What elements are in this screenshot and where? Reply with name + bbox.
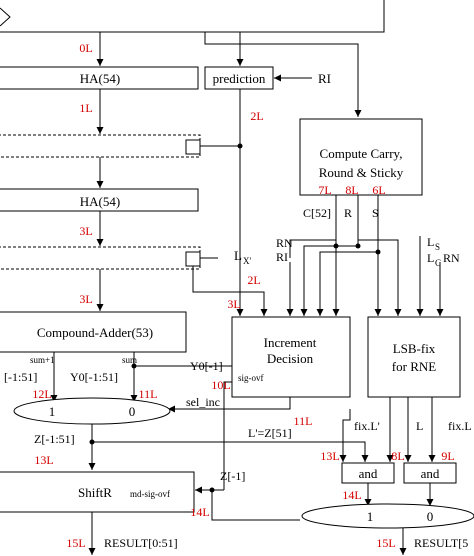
stage-14l-a: 14L bbox=[190, 505, 209, 519]
stage-10l: 10L bbox=[211, 378, 230, 392]
stage-14l-b: 14L bbox=[342, 488, 361, 502]
z-m1-label: Z[-1] bbox=[220, 469, 245, 483]
stage-12l: 12L bbox=[32, 387, 51, 401]
top-register bbox=[0, 0, 385, 33]
lx-sub-label: X' bbox=[243, 256, 251, 266]
stage-8l: 8L bbox=[345, 183, 358, 197]
shiftr-block: ShiftR md-sig-ovf bbox=[0, 471, 195, 513]
y0m1-label: Y0[-1] bbox=[190, 359, 223, 373]
prediction-label: prediction bbox=[213, 71, 266, 86]
rn-label: RN bbox=[276, 236, 293, 250]
stage-0l: 0L bbox=[79, 41, 92, 55]
and-left-label: and bbox=[359, 466, 378, 481]
md-sig-ovf-label: md-sig-ovf bbox=[130, 489, 170, 499]
r-label: R bbox=[344, 206, 352, 220]
ls-sub-label: S bbox=[435, 242, 440, 252]
c52-label: C[52] bbox=[303, 206, 331, 220]
ri-label: RI bbox=[276, 250, 288, 264]
lc-sub-label: C bbox=[435, 258, 441, 268]
ha1-block: HA(54) bbox=[0, 66, 199, 90]
sum1-label: sum+1 bbox=[30, 355, 55, 365]
mux2-in1: 1 bbox=[367, 509, 374, 524]
stage-2l-b: 2L bbox=[247, 273, 260, 287]
lsb-fix-line1: LSB-fix bbox=[393, 341, 436, 356]
increment-line2: Decision bbox=[267, 351, 314, 366]
shiftr-label: ShiftR bbox=[78, 485, 112, 500]
result-a-label: RESULT[0:51] bbox=[104, 536, 178, 550]
mux2: 1 0 bbox=[301, 503, 474, 529]
increment-line1: Increment bbox=[264, 335, 317, 350]
stage-11l-a: 11L bbox=[139, 387, 158, 401]
stage-11l-b: 11L bbox=[294, 414, 313, 428]
stage-7l: 7L bbox=[318, 183, 331, 197]
stage-2l-a: 2L bbox=[250, 109, 263, 123]
stage-1l: 1L bbox=[79, 101, 92, 115]
result-b-label: RESULT[5 bbox=[414, 536, 468, 550]
compute-carry-line2: Round & Sticky bbox=[319, 165, 404, 180]
fix-lprime-label: fix.L' bbox=[354, 419, 380, 433]
compute-carry-line1: Compute Carry, bbox=[320, 146, 403, 161]
fix-l-label: fix.L bbox=[448, 419, 472, 433]
and-gate-right: and bbox=[403, 462, 457, 484]
register-3 bbox=[0, 246, 201, 270]
stage-15l-a: 15L bbox=[66, 536, 85, 550]
lsb-fix-block: LSB-fix for RNE bbox=[367, 316, 461, 398]
stage-13l-b: 13L bbox=[320, 449, 339, 463]
prediction-block: prediction bbox=[204, 66, 274, 90]
l-out-label: L bbox=[416, 419, 423, 433]
compound-adder-label: Compound-Adder(53) bbox=[37, 325, 153, 340]
ri-pred-label: RI bbox=[318, 71, 331, 86]
mux1: 1 0 bbox=[13, 397, 171, 425]
stage-9l: 9L bbox=[441, 449, 454, 463]
lc-rn-label: RN bbox=[443, 251, 460, 265]
lc-label: L bbox=[427, 251, 434, 265]
ha1-label: HA(54) bbox=[80, 71, 120, 86]
lsb-fix-line2: for RNE bbox=[392, 359, 436, 374]
stage-8l-b: 8L bbox=[391, 449, 404, 463]
increment-decision-block: Increment Decision sig-ovf bbox=[231, 316, 351, 398]
bus-m1-51-label: [-1:51] bbox=[4, 370, 37, 384]
sig-ovf-label: sig-ovf bbox=[238, 373, 264, 383]
register-2 bbox=[0, 134, 201, 158]
ha2-block: HA(54) bbox=[0, 188, 199, 212]
and-right-label: and bbox=[421, 466, 440, 481]
compound-adder-block: Compound-Adder(53) bbox=[0, 311, 187, 353]
stage-15l-b: 15L bbox=[376, 536, 395, 550]
mux1-in0: 0 bbox=[129, 404, 136, 419]
z-m1-51-label: Z[-1:51] bbox=[34, 432, 75, 446]
lprime-label: L'=Z[51] bbox=[248, 426, 292, 440]
sum-label: sum bbox=[122, 355, 137, 365]
s-label: S bbox=[372, 206, 379, 220]
stage-3l-c: 3L bbox=[227, 297, 240, 311]
sel-inc-label: sel_inc bbox=[186, 395, 220, 409]
lx-label: L bbox=[234, 248, 242, 263]
stage-13l-a: 13L bbox=[34, 453, 53, 467]
stage-3l-b: 3L bbox=[79, 292, 92, 306]
and-gate-left: and bbox=[341, 462, 395, 484]
compute-carry-block: Compute Carry, Round & Sticky bbox=[299, 118, 423, 196]
stage-6l: 6L bbox=[372, 183, 385, 197]
mux2-in0: 0 bbox=[427, 509, 434, 524]
ls-label: L bbox=[427, 235, 434, 249]
stage-3l-a: 3L bbox=[79, 224, 92, 238]
y0-m1-51-label: Y0[-1:51] bbox=[70, 370, 118, 384]
ha2-label: HA(54) bbox=[80, 194, 120, 209]
mux1-in1: 1 bbox=[49, 404, 56, 419]
